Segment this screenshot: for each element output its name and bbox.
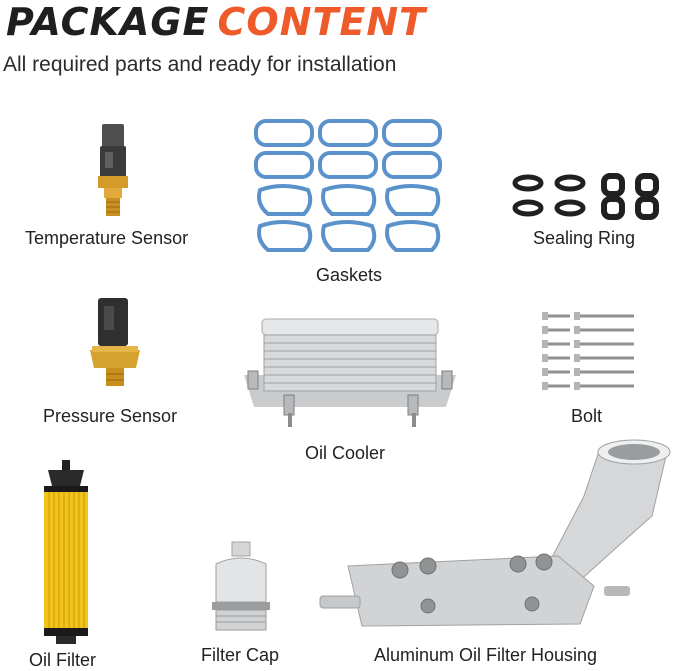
bolt-image — [542, 312, 634, 390]
oil-filter-image — [44, 460, 88, 644]
gaskets-image — [254, 119, 442, 252]
oil-cooler-label: Oil Cooler — [305, 443, 386, 463]
sealing-ring-image — [512, 173, 659, 220]
temperature-sensor-label: Temperature Sensor — [25, 228, 189, 248]
gaskets-label: Gaskets — [316, 265, 383, 285]
filter-cap-label: Filter Cap — [201, 645, 280, 665]
title-word-content: CONTENT — [217, 0, 427, 44]
pressure-sensor-image — [90, 298, 140, 386]
oil-filter-housing-label: Aluminum Oil Filter Housing — [374, 645, 598, 665]
sealing-ring-label: Sealing Ring — [533, 228, 636, 248]
oil-filter-label: Oil Filter — [29, 650, 96, 670]
title-word-package: PACKAGE — [6, 0, 210, 44]
filter-cap-image — [212, 541, 270, 631]
pressure-sensor-label: Pressure Sensor — [43, 406, 178, 426]
bolt-label: Bolt — [571, 406, 603, 426]
temperature-sensor-image — [98, 124, 128, 216]
oil-cooler-image — [244, 318, 456, 427]
page-subtitle: All required parts and ready for install… — [3, 53, 397, 76]
oil-filter-housing-image — [319, 439, 671, 627]
